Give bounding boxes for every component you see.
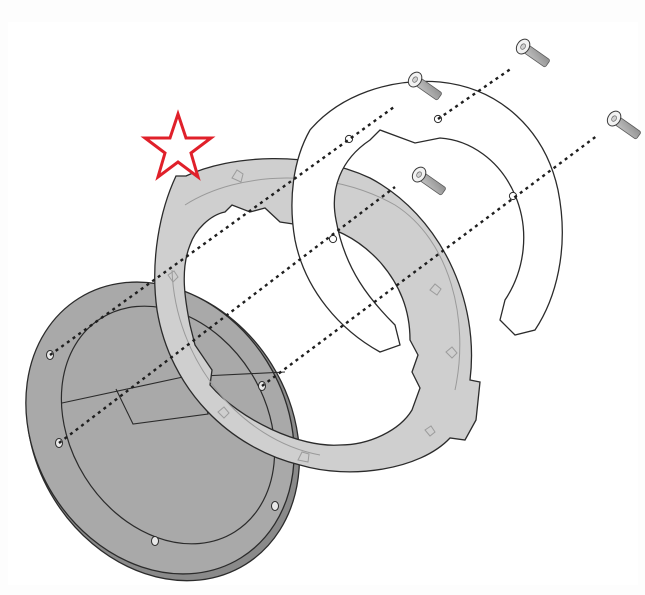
bolt-2 bbox=[407, 71, 442, 101]
assembly-lines bbox=[49, 67, 599, 444]
bolt-4 bbox=[606, 110, 641, 140]
tank-ring bbox=[154, 157, 481, 473]
bolt-1 bbox=[515, 38, 550, 68]
bolt-3 bbox=[411, 166, 446, 196]
star-marker-icon bbox=[140, 109, 216, 181]
bolts bbox=[407, 38, 641, 196]
